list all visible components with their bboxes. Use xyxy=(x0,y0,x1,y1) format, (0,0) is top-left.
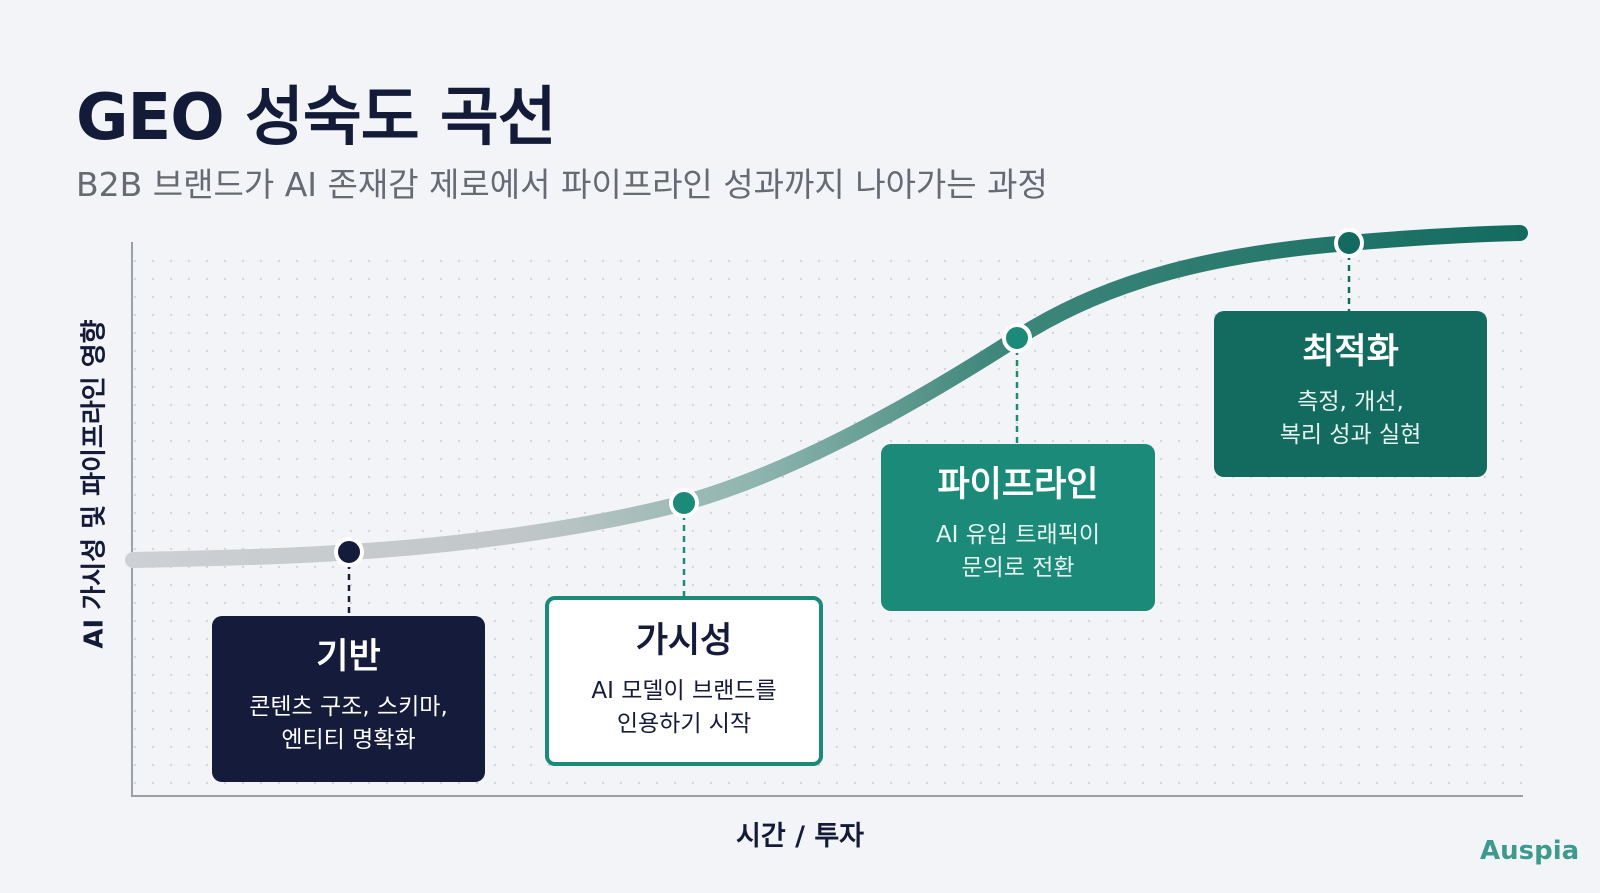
milestone-dot-pipeline xyxy=(1002,323,1032,353)
stage-desc-line: 인용하기 시작 xyxy=(616,710,752,737)
brand-logo-text: Auspia xyxy=(1480,836,1580,866)
stage-description: 측정, 개선, 복리 성과 실현 xyxy=(1214,386,1487,453)
stage-desc-line: AI 모델이 브랜드를 xyxy=(591,677,777,704)
y-axis-label: AI 가시성 및 파이프라인 영향 xyxy=(79,319,110,649)
milestone-dot-visibility xyxy=(669,488,699,518)
stage-desc-line: 측정, 개선, xyxy=(1297,388,1404,415)
stage-desc-line: AI 유입 트래픽이 xyxy=(935,521,1101,548)
stage-title: 기반 xyxy=(316,637,381,677)
stage-description: AI 유입 트래픽이 문의로 전환 xyxy=(881,519,1155,586)
stage-desc-line: 엔티티 명확화 xyxy=(281,726,416,753)
stage-description: AI 모델이 브랜드를 인용하기 시작 xyxy=(549,675,819,742)
stage-title: 가시성 xyxy=(635,621,733,661)
x-axis-label: 시간 / 투자 xyxy=(735,821,865,852)
stage-card-optimization: 최적화 측정, 개선, 복리 성과 실현 xyxy=(1214,311,1487,477)
stage-description: 콘텐츠 구조, 스키마, 엔티티 명확화 xyxy=(212,691,485,758)
stage-card-pipeline: 파이프라인 AI 유입 트래픽이 문의로 전환 xyxy=(881,444,1155,611)
stage-card-visibility: 가시성 AI 모델이 브랜드를 인용하기 시작 xyxy=(545,596,823,766)
stage-desc-line: 복리 성과 실현 xyxy=(1279,421,1422,448)
stage-title: 최적화 xyxy=(1302,332,1399,372)
milestone-dot-foundation xyxy=(334,537,364,567)
page-title: GEO 성숙도 곡선 xyxy=(76,81,557,155)
stage-title: 파이프라인 xyxy=(937,465,1099,505)
stage-desc-line: 문의로 전환 xyxy=(961,554,1075,581)
stage-desc-line: 콘텐츠 구조, 스키마, xyxy=(249,693,448,720)
page-subtitle: B2B 브랜드가 AI 존재감 제로에서 파이프라인 성과까지 나아가는 과정 xyxy=(76,165,1048,204)
milestone-dot-optimization xyxy=(1334,228,1364,258)
stage-card-foundation: 기반 콘텐츠 구조, 스키마, 엔티티 명확화 xyxy=(212,616,485,782)
